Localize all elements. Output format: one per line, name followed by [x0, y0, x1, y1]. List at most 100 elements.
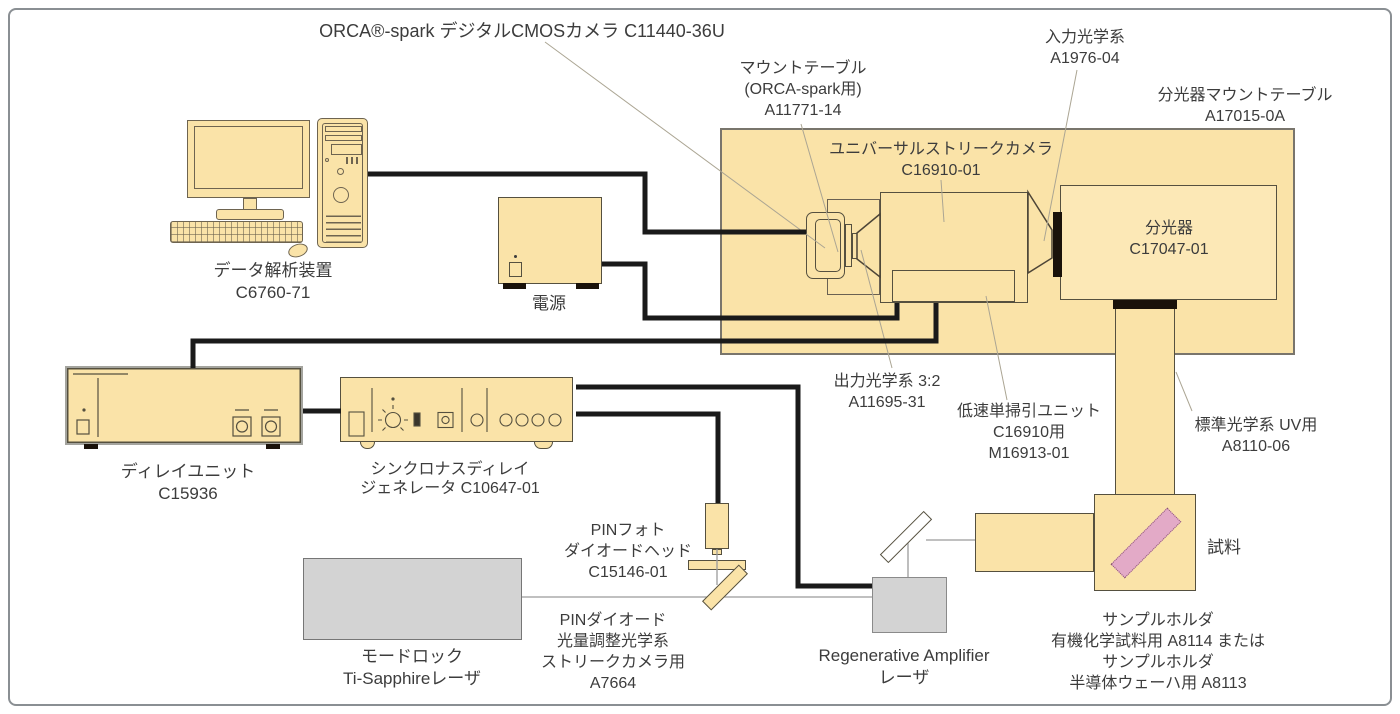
label-spectrograph-mount-table: 分光器マウントテーブル A17015-0A: [1157, 85, 1332, 127]
label-line: マウントテーブル: [739, 60, 867, 77]
tower-button-small: [337, 168, 344, 175]
label-line: ORCA®-spark デジタルCMOSカメラ C11440-36U: [319, 21, 725, 41]
label-sample-holder: サンプルホルダ 有機化学試料用 A8114 または サンプルホルダ 半導体ウェー…: [1051, 610, 1265, 694]
generator-output-0: [470, 413, 484, 427]
generator-output-4: [548, 413, 562, 427]
label-sweep-unit: 低速単掃引ユニット C16910用 M16913-01: [957, 401, 1101, 464]
label-output-optics: 出力光学系 3:2 A11695-31: [834, 371, 941, 413]
leader-mount-table: [800, 123, 839, 253]
label-line: シンクロナスディレイ: [370, 461, 530, 478]
label-line: Regenerative Amplifier: [818, 646, 990, 665]
label-line: ダイオードヘッド: [563, 543, 693, 560]
label-line: 半導体ウェーハ用 A8113: [1069, 675, 1247, 692]
label-mount-table: マウントテーブル (ORCA-spark用) A11771-14: [739, 58, 866, 121]
leader-input-optics: [1043, 69, 1078, 242]
cable-delay-to-streak: [190, 303, 939, 368]
ti-sapphire-laser-box: [303, 558, 522, 640]
figure-border: [8, 8, 1392, 706]
label-line: 電源: [532, 294, 566, 313]
tower-vents-top: [346, 157, 361, 164]
pc-tower: [317, 118, 368, 248]
cable-pc-to-camera: [368, 171, 806, 235]
label-line: PINフォト: [590, 522, 666, 539]
label-line: ユニバーサルストリークカメラ: [829, 141, 1053, 158]
power-supply-box: [498, 197, 602, 284]
label-line: 入力光学系: [1044, 29, 1126, 46]
output-optics-coupler: [856, 212, 881, 279]
label-line: Ti-Sapphireレーザ: [343, 669, 481, 688]
generator-toggle: [413, 412, 421, 427]
beam-tube: [975, 513, 1094, 572]
monitor-screen: [194, 126, 303, 189]
delay-unit-box: [65, 366, 303, 445]
tower-led: [325, 158, 329, 162]
tower-power-button: [333, 187, 349, 203]
cable-generator-to-pin: [576, 411, 721, 503]
label-line: モードロック: [361, 647, 463, 666]
label-line: C17047-01: [1129, 241, 1209, 258]
generator-knob: [384, 411, 402, 429]
label-line: PINダイオード: [559, 612, 667, 629]
tower-grille: [326, 215, 361, 243]
drive-bay-2: [325, 135, 362, 141]
generator-power-switch: [348, 411, 365, 437]
spectrograph-box: [1060, 185, 1277, 300]
orca-camera-body: [806, 212, 845, 279]
standard-optics-column: [1115, 306, 1175, 495]
drive-bay-1: [325, 126, 362, 132]
generator-output-3: [531, 413, 545, 427]
power-led: [514, 255, 517, 258]
generator-output-1: [499, 413, 513, 427]
monitor: [187, 120, 310, 198]
cable-power-to-streak: [602, 261, 900, 321]
label-line: A1976-04: [1050, 50, 1120, 67]
cable-generator-to-regen: [576, 384, 872, 589]
label-streak-camera: ユニバーサルストリークカメラ C16910-01: [829, 139, 1053, 181]
label-standard-optics: 標準光学系 UV用 A8110-06: [1195, 415, 1318, 457]
generator-details: [348, 388, 562, 437]
bnc-connector-2: [261, 416, 281, 437]
label-line: 低速単掃引ユニット: [956, 403, 1102, 420]
keyboard: [170, 221, 303, 243]
leader-standard-optics: [1175, 371, 1193, 412]
label-line: ディレイユニット: [120, 462, 256, 481]
label-line: C16910-01: [901, 162, 981, 179]
delay-led: [82, 408, 86, 412]
generator-socket: [437, 411, 454, 429]
generator-socket-pin: [441, 415, 450, 425]
generator-divider-2: [461, 388, 488, 432]
label-pin-diode-optics: PINダイオード 光量調整光学系 ストリークカメラ用 A7664: [541, 610, 685, 694]
label-line: C15146-01: [588, 564, 668, 581]
bnc-connector-1: [232, 416, 252, 437]
label-line: 出力光学系 3:2: [833, 373, 941, 390]
label-line: 光量調整光学系: [556, 633, 670, 650]
bnc-connector-2-pin: [264, 420, 278, 433]
delay-unit-details: [73, 373, 281, 437]
generator-dot: [391, 397, 395, 401]
leader-output-optics: [860, 249, 893, 369]
power-switch: [509, 262, 522, 277]
pin-photodiode-head: [705, 503, 729, 549]
label-input-optics: 入力光学系 A1976-04: [1045, 27, 1125, 69]
delay-foot-left: [84, 444, 98, 449]
generator-output-2: [515, 413, 529, 427]
label-line: A8110-06: [1221, 438, 1291, 455]
label-line: A11771-14: [764, 102, 842, 119]
beam-lines: [522, 539, 975, 598]
camera-lens-ring-outer: [845, 224, 852, 267]
generator-knob-ticks: [378, 405, 408, 431]
monitor-base: [216, 209, 284, 220]
leader-orca: [544, 41, 826, 249]
label-pin-photodiode: PINフォト ダイオードヘッド C15146-01: [564, 520, 692, 583]
leader-sweep-unit: [985, 295, 1008, 401]
sweep-unit-box: [892, 270, 1015, 302]
label-spectrograph: 分光器 C17047-01: [1129, 218, 1208, 260]
label-line: (ORCA-spark用): [744, 81, 862, 98]
label-delay-unit: ディレイユニット C15936: [121, 461, 255, 505]
input-optics-coupler: [1027, 189, 1053, 275]
label-line: 分光器: [1144, 220, 1194, 237]
label-data-analysis: データ解析装置 C6760-71: [214, 260, 333, 304]
label-line: サンプルホルダ: [1102, 654, 1214, 671]
